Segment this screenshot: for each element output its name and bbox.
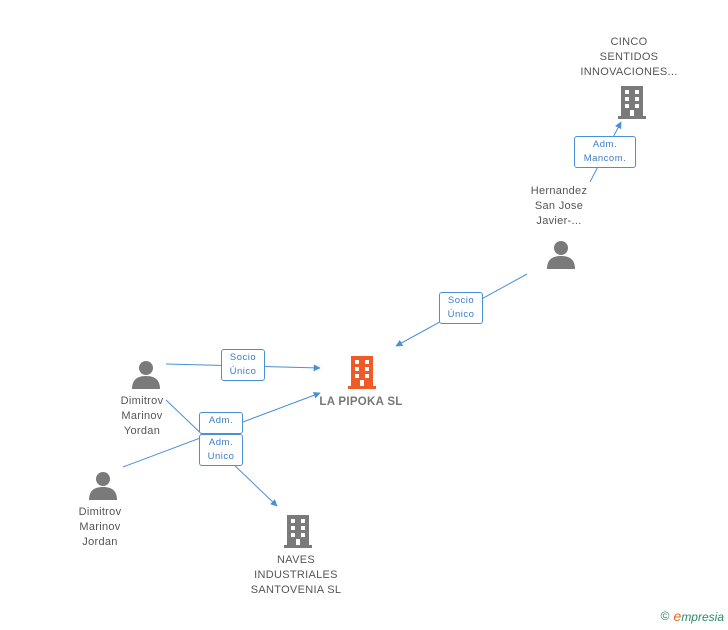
- node-label-hernandez[interactable]: Hernandez San Jose Javier-...: [530, 185, 588, 227]
- edge-label-adm[interactable]: Adm.: [199, 412, 243, 434]
- node-label-yordan[interactable]: Dimitrov Marinov Yordan: [120, 395, 164, 437]
- edge-label-socio-unico[interactable]: Socio Único: [439, 292, 483, 324]
- company-building-icon[interactable]: [282, 515, 314, 548]
- node-label-naves[interactable]: NAVES INDUSTRIALES SANTOVENIA SL: [250, 554, 342, 596]
- person-icon[interactable]: [546, 240, 576, 270]
- person-icon[interactable]: [131, 360, 161, 390]
- company-building-icon[interactable]: [616, 86, 648, 119]
- edge-label-socio-unico[interactable]: Socio Único: [221, 349, 265, 381]
- focus-company-building-icon[interactable]: [346, 356, 378, 389]
- edge-label-adm-unico[interactable]: Adm. Unico: [199, 434, 243, 466]
- empresia-logo: empresia: [673, 608, 724, 624]
- node-label-jordan[interactable]: Dimitrov Marinov Jordan: [78, 506, 122, 548]
- person-icon[interactable]: [88, 471, 118, 501]
- copyright-symbol: ©: [660, 609, 670, 623]
- node-label-cinco[interactable]: CINCO SENTIDOS INNOVACIONES...: [580, 36, 678, 78]
- footer-brand[interactable]: © empresia: [661, 608, 724, 624]
- node-label-pipoka[interactable]: LA PIPOKA SL: [319, 396, 403, 408]
- edge-label-adm-mancom[interactable]: Adm. Mancom.: [574, 136, 636, 168]
